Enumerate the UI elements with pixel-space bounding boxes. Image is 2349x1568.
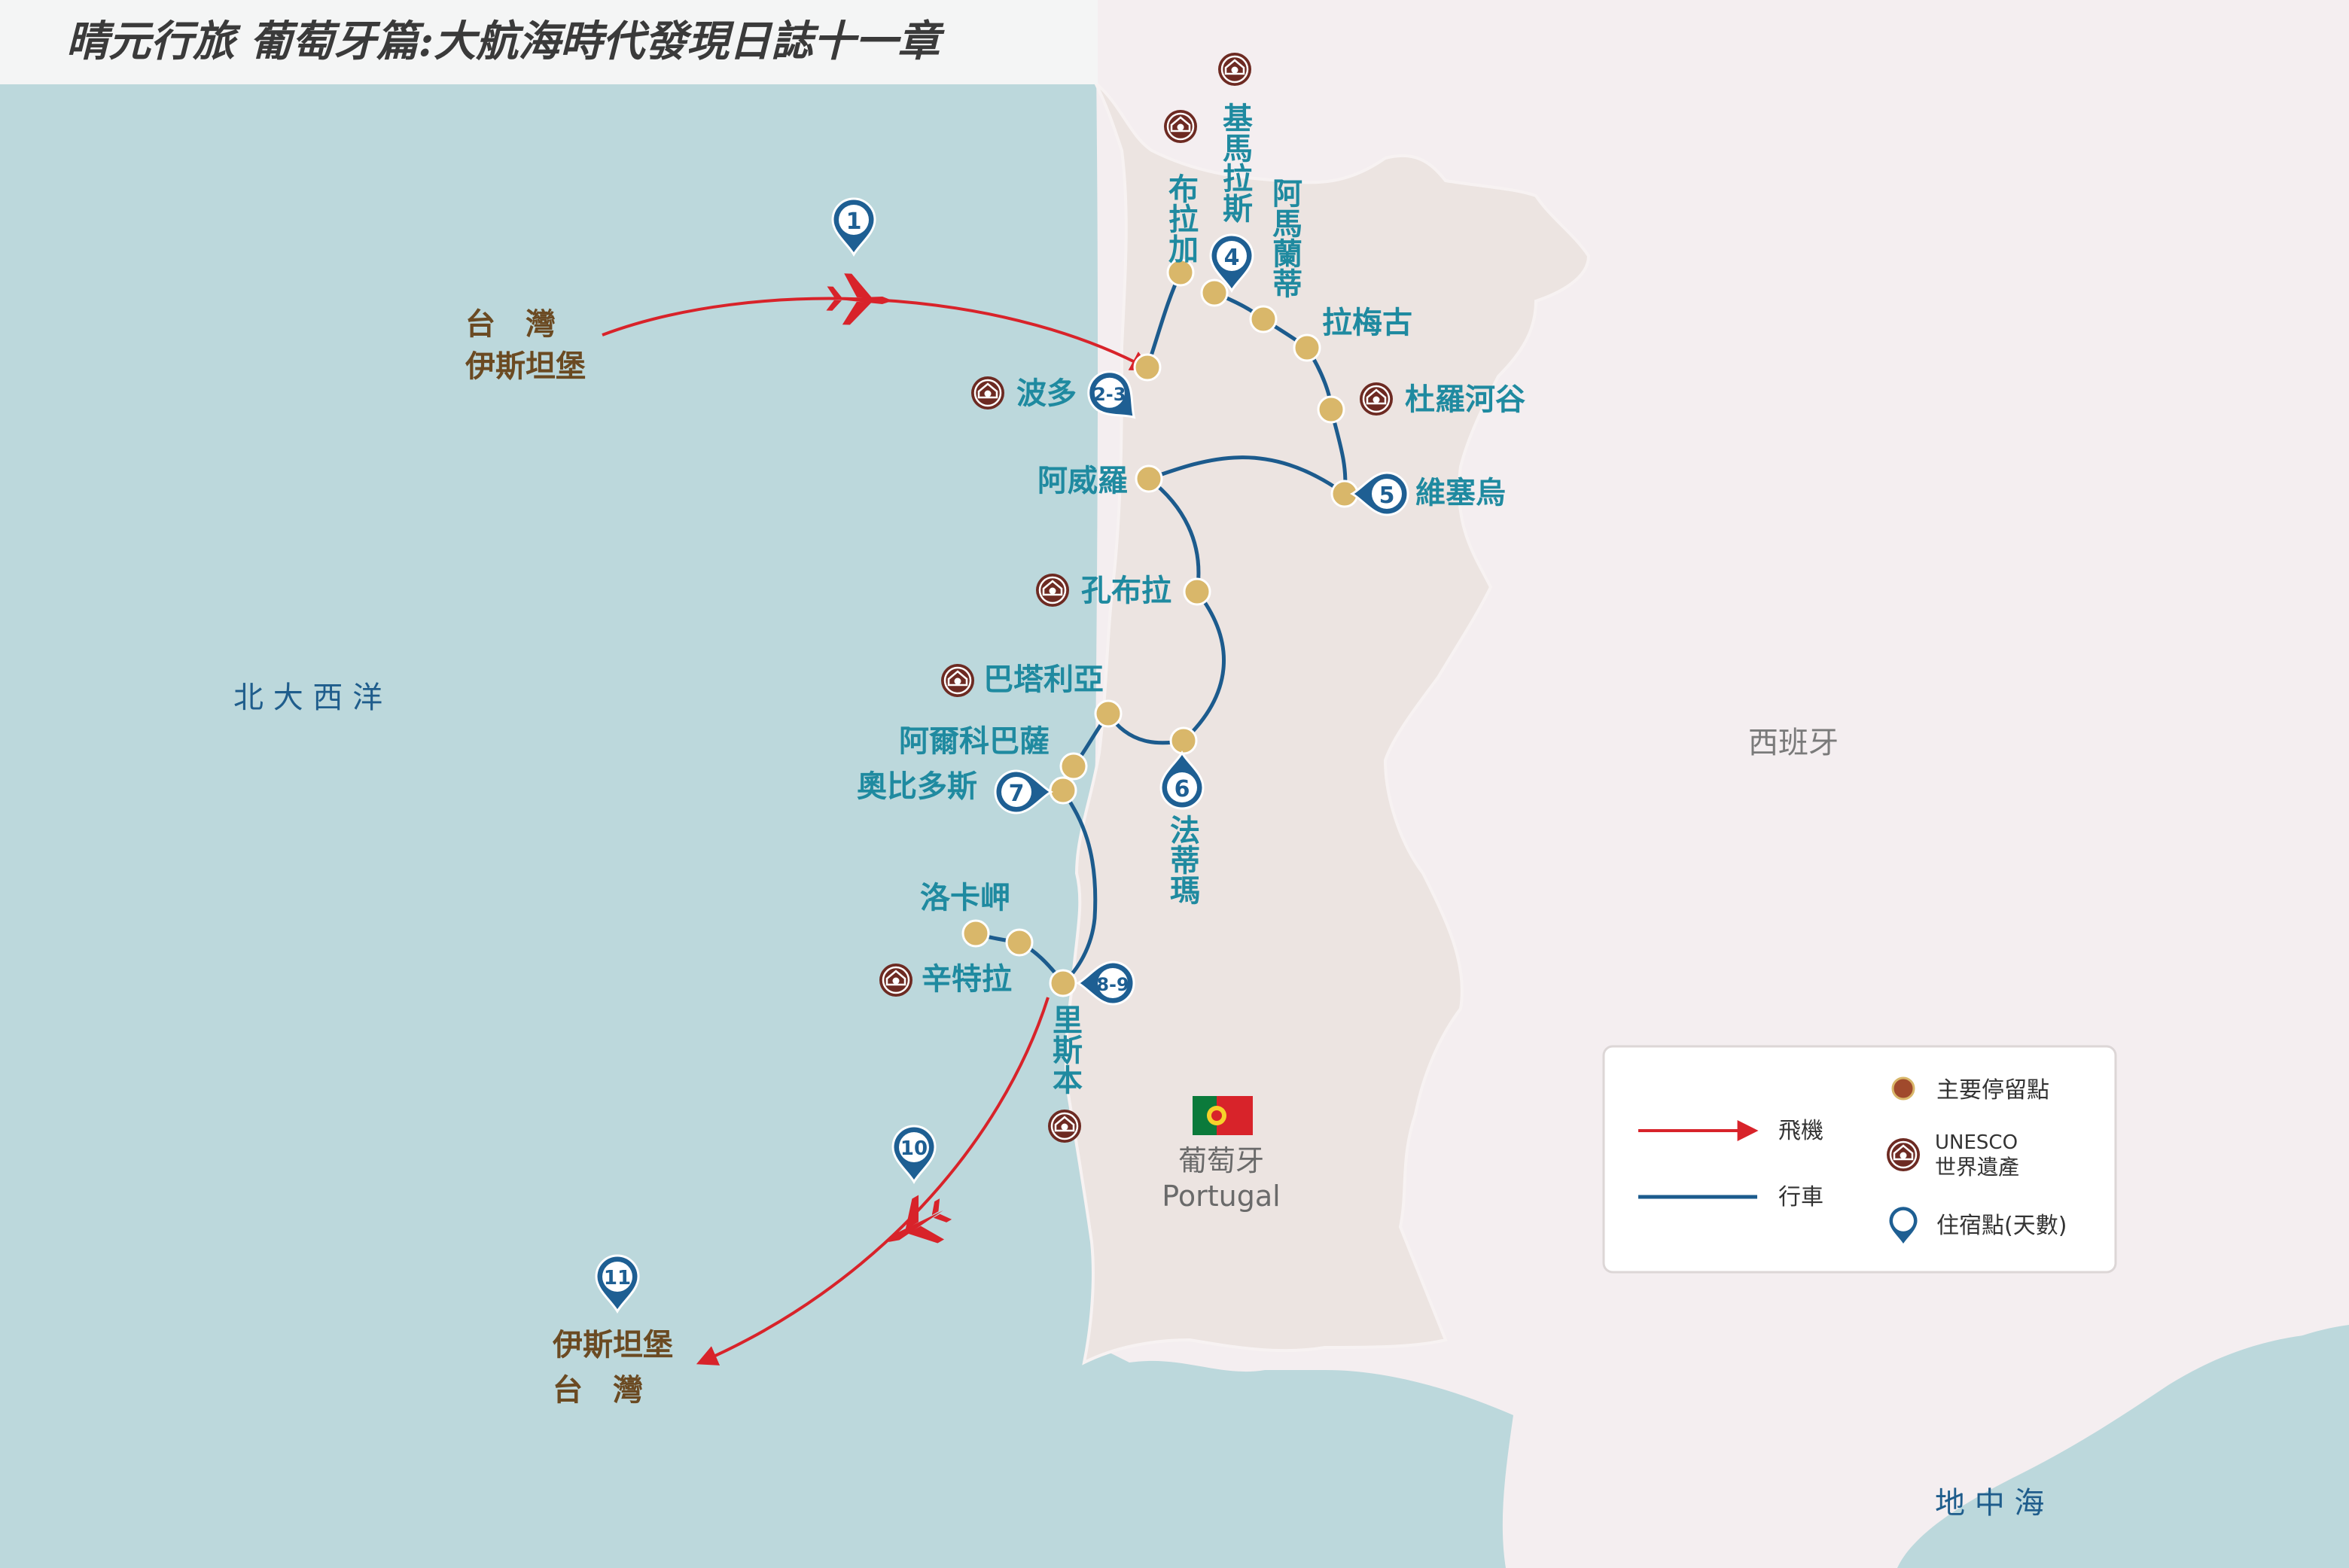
stay-pin-lisbon: 8-9 — [1077, 961, 1135, 1006]
label-porto: 波多 — [1016, 376, 1077, 411]
legend: 飛機 行車 主要停留點 UNESCO 世界遺產 住宿點(天數) — [1602, 1045, 2117, 1274]
stop-dot-guimaraes — [1200, 279, 1229, 307]
stop-dot-braga — [1166, 258, 1195, 287]
label-lamego: 拉梅古 — [1322, 306, 1412, 340]
label-batalha: 巴塔利亞 — [983, 662, 1104, 697]
stop-dots — [961, 258, 1359, 997]
legend-unesco-line2: 世界遺產 — [1935, 1155, 2019, 1180]
stop-dot-batalha — [1094, 699, 1123, 728]
legend-stay-label: 住宿點(天數) — [1936, 1213, 2067, 1239]
label-braga: 布拉加 — [1163, 173, 1199, 263]
unesco-icon — [1217, 51, 1253, 87]
spain-label: 西班牙 — [1748, 726, 1839, 760]
stop-dot-cabo-da-roca — [961, 919, 990, 948]
label-amarante: 阿馬蘭蒂 — [1267, 178, 1302, 298]
portugal-land — [1064, 81, 1591, 1366]
page-title: 晴元行旅 葡萄牙篇:大航海時代發現日誌十一章 — [66, 17, 945, 66]
airplane-icon — [888, 1195, 952, 1244]
label-fatima: 法蒂瑪 — [1165, 814, 1200, 905]
unesco-icon — [1034, 572, 1071, 608]
stay-pin-day11: 11 — [595, 1254, 640, 1313]
stop-dot-coimbra — [1183, 577, 1211, 606]
stop-dot-amarante — [1249, 305, 1278, 333]
label-lisbon: 里斯本 — [1047, 1004, 1083, 1095]
label-coimbra: 孔布拉 — [1081, 574, 1171, 608]
return-dest-line1: 伊斯坦堡 — [552, 1328, 673, 1362]
svg-text:11: 11 — [604, 1267, 631, 1289]
label-guimaraes: 基馬拉斯 — [1217, 102, 1253, 224]
atlantic-label: 北 大 西 洋 — [233, 680, 382, 715]
portugal-zh-label: 葡萄牙 — [1178, 1144, 1264, 1177]
stay-pin-day10: 10 — [891, 1125, 937, 1183]
svg-text:5: 5 — [1379, 483, 1395, 509]
stay-pin-porto: 2-3 — [1078, 361, 1150, 434]
svg-text:8-9: 8-9 — [1096, 974, 1129, 995]
stop-dot-douro — [1317, 395, 1345, 424]
label-cabo-da-roca: 洛卡岬 — [920, 881, 1010, 915]
stop-dot-lamego — [1293, 333, 1321, 362]
stop-dot-porto — [1133, 353, 1162, 382]
portugal-en-label: Portugal — [1162, 1180, 1280, 1213]
svg-text:4: 4 — [1224, 245, 1240, 271]
label-douro: 杜羅河谷 — [1405, 382, 1525, 417]
legend-flight-label: 飛機 — [1778, 1118, 1823, 1144]
legend-unesco-line1: UNESCO — [1935, 1131, 2018, 1154]
label-aveiro: 阿威羅 — [1037, 464, 1128, 498]
label-viseu: 維塞烏 — [1415, 476, 1506, 510]
unesco-icon — [940, 662, 976, 699]
stay-pin-guimaraes: 4 — [1209, 233, 1254, 292]
unesco-icon — [1162, 108, 1199, 145]
mediterranean-sea — [1897, 1332, 2349, 1568]
mediterranean-label: 地 中 海 — [1935, 1486, 2044, 1521]
legend-stop-dot — [1891, 1076, 1915, 1101]
svg-text:6: 6 — [1174, 776, 1190, 802]
outbound-origin-line2: 伊斯坦堡 — [465, 349, 586, 384]
portugal-flag-icon — [1193, 1096, 1253, 1135]
legend-drive-label: 行車 — [1778, 1184, 1823, 1210]
stay-pin-viseu: 5 — [1351, 471, 1409, 516]
unesco-icon — [1358, 381, 1394, 417]
stay-pin-fatima: 6 — [1159, 751, 1205, 810]
unesco-icon — [1047, 1108, 1083, 1144]
stop-dot-fatima — [1169, 726, 1198, 755]
label-sintra: 辛特拉 — [922, 962, 1012, 997]
legend-stop-label: 主要停留點 — [1936, 1077, 2049, 1104]
stay-pin-obidos: 7 — [994, 769, 1053, 814]
svg-text:1: 1 — [846, 209, 862, 235]
svg-text:10: 10 — [900, 1137, 928, 1160]
unesco-icon — [878, 962, 914, 998]
label-alcobaca: 阿爾科巴薩 — [899, 724, 1050, 759]
outbound-origin-line1: 台 灣 — [465, 307, 556, 342]
svg-text:2-3: 2-3 — [1093, 384, 1126, 405]
unesco-icon — [970, 375, 1006, 411]
stop-dot-lisbon — [1049, 969, 1077, 997]
return-dest-line2: 台 灣 — [553, 1373, 643, 1408]
title-banner — [0, 0, 1098, 84]
label-obidos: 奧比多斯 — [857, 769, 977, 804]
airplane-icon — [826, 273, 893, 325]
svg-text:7: 7 — [1009, 781, 1025, 807]
stop-dot-obidos — [1049, 776, 1077, 805]
stop-dot-sintra-a — [1005, 928, 1034, 957]
stay-pin-day1: 1 — [831, 197, 876, 256]
legend-unesco-icon — [1885, 1137, 1921, 1173]
stop-dot-aveiro — [1135, 464, 1163, 493]
stop-dot-alcobaca — [1059, 752, 1088, 781]
flight-route-return — [696, 997, 1050, 1366]
